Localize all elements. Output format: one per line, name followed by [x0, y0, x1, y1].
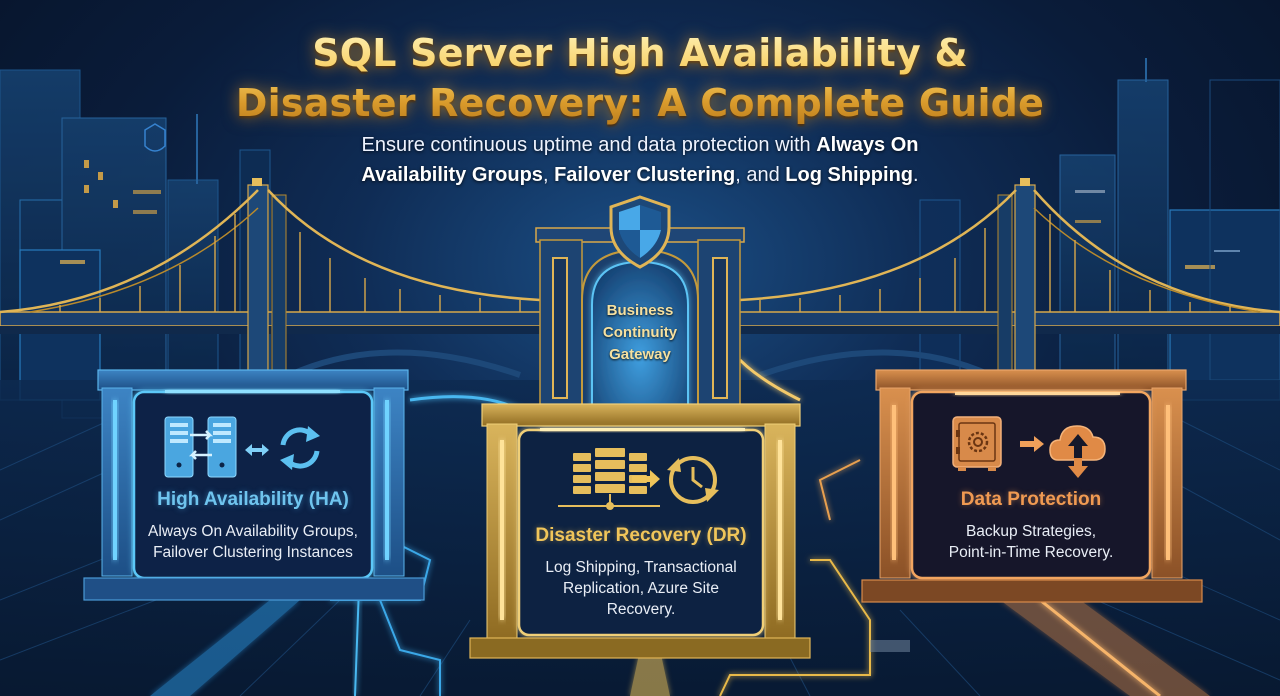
dp-icons: [952, 416, 1106, 478]
subtitle-line-2: Availability Groups, Failover Clustering…: [361, 164, 919, 186]
arrow-right-icon: [632, 470, 660, 488]
vault-icon: [952, 416, 1002, 471]
skyline-right: [919, 58, 1280, 401]
ha-panel-description: Always On Availability Groups, Failover …: [148, 523, 358, 561]
subtitle-line-1: Ensure continuous uptime and data protec…: [361, 134, 919, 156]
title-line-2: Disaster Recovery: A Complete Guide: [235, 81, 1045, 125]
dp-panel: Data Protection Backup Strategies, Point…: [912, 487, 1150, 563]
ha-panel: High Availability (HA) Always On Availab…: [134, 487, 372, 563]
dp-panel-frame: [861, 369, 1203, 603]
ha-panel-frame: [83, 369, 425, 601]
dr-panel-title: Disaster Recovery (DR): [535, 525, 747, 546]
bridge-left: [0, 178, 561, 378]
subtitle: Ensure continuous uptime and data protec…: [0, 130, 1280, 190]
sync-icon: [280, 426, 320, 470]
gateway-label: Business Continuity Gateway: [602, 302, 678, 363]
dp-panel-title: Data Protection: [960, 489, 1102, 510]
page-title: SQL Server High Availability & Disaster …: [0, 28, 1280, 128]
double-arrow-icon: [245, 444, 269, 456]
shield-icon: [609, 195, 671, 269]
ha-icons: [164, 416, 320, 478]
dr-panel-description: Log Shipping, Transactional Replication,…: [545, 559, 737, 618]
arrow-right-icon: [1020, 436, 1044, 452]
title-line-1: SQL Server High Availability &: [312, 31, 968, 75]
gateway-structure: [535, 195, 745, 421]
dp-panel-description: Backup Strategies, Point-in-Time Recover…: [948, 523, 1114, 561]
dr-icons: [558, 448, 719, 510]
ha-panel-title: High Availability (HA): [157, 489, 349, 510]
cloud-sync-icon: [1049, 425, 1106, 478]
dr-panel-frame: [469, 403, 811, 659]
dr-panel: Disaster Recovery (DR) Log Shipping, Tra…: [519, 523, 763, 620]
clock-restore-icon: [667, 456, 719, 504]
server-pair-icon: [164, 416, 237, 478]
bridge-right: [719, 178, 1280, 378]
